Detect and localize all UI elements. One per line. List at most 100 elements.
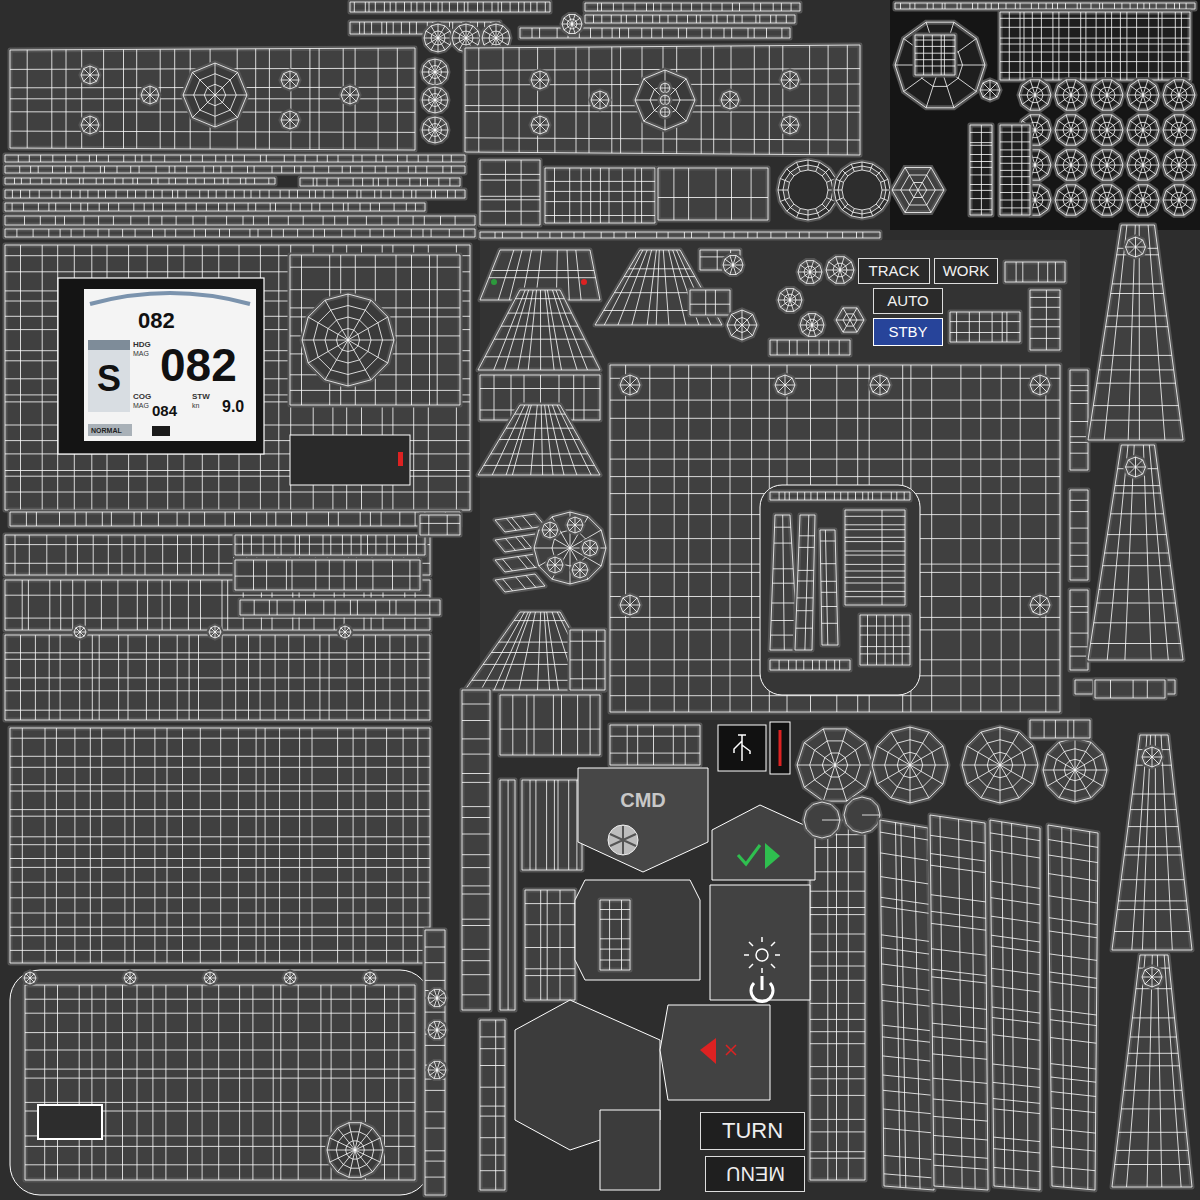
island-ground bbox=[420, 515, 460, 535]
wire-grid bbox=[1055, 80, 1087, 110]
island-ground bbox=[727, 310, 757, 340]
wire-grid bbox=[1127, 115, 1159, 145]
wire-grid bbox=[870, 375, 890, 395]
island-ground bbox=[582, 540, 598, 556]
island-ground bbox=[209, 626, 221, 638]
radial-island bbox=[1019, 80, 1051, 110]
wire-grid bbox=[281, 111, 299, 129]
island-ground bbox=[478, 405, 600, 475]
uv-island bbox=[500, 695, 600, 755]
wire-grid bbox=[1112, 955, 1192, 1187]
wire-grid bbox=[660, 95, 670, 105]
uv-island bbox=[1030, 290, 1060, 350]
island-ground bbox=[5, 203, 425, 211]
wire-grid bbox=[895, 22, 985, 108]
island-ground bbox=[341, 86, 359, 104]
wire-grid bbox=[775, 375, 795, 395]
uv-island bbox=[1070, 590, 1088, 670]
off-tag bbox=[152, 426, 170, 436]
sun-rays bbox=[744, 937, 780, 973]
readout-text: MAG bbox=[133, 350, 149, 357]
wire-grid bbox=[480, 160, 540, 225]
island-ground bbox=[980, 80, 1000, 100]
screen-readout: NORMAL bbox=[91, 427, 122, 434]
wire-grid bbox=[1091, 80, 1123, 110]
wire-grid bbox=[495, 574, 545, 592]
wire-grid bbox=[300, 178, 460, 186]
island-ground bbox=[990, 820, 1040, 1190]
island-ground bbox=[1088, 445, 1183, 660]
wire-grid bbox=[10, 728, 430, 963]
radial-island bbox=[74, 626, 86, 638]
uv-island bbox=[5, 203, 425, 211]
port-box bbox=[290, 435, 410, 485]
uv-island bbox=[480, 232, 880, 238]
uv-island bbox=[970, 125, 992, 215]
wire-grid bbox=[567, 517, 583, 533]
wire-grid bbox=[1163, 115, 1195, 145]
compass-arc bbox=[90, 293, 250, 304]
island-ground bbox=[5, 229, 475, 237]
island-ground bbox=[721, 91, 739, 109]
wire-grid bbox=[422, 59, 448, 85]
wire-grid bbox=[1000, 12, 1190, 80]
island-ground bbox=[5, 166, 465, 173]
wire-grid bbox=[804, 802, 840, 838]
island-ground bbox=[1091, 115, 1123, 145]
wire-grid bbox=[545, 168, 655, 223]
wire-grid bbox=[5, 190, 465, 198]
radial-island bbox=[183, 63, 247, 127]
uv-island bbox=[10, 512, 460, 526]
uv-island bbox=[425, 930, 445, 1195]
island-ground bbox=[240, 600, 440, 615]
island-ground bbox=[880, 820, 934, 1190]
wire-grid bbox=[620, 595, 640, 615]
island-ground bbox=[124, 972, 136, 984]
island-ground bbox=[281, 111, 299, 129]
island-ground bbox=[1055, 150, 1087, 180]
uv-island bbox=[10, 728, 430, 963]
radial-island bbox=[1055, 150, 1087, 180]
readout-text: 082 bbox=[138, 310, 175, 332]
radial-island bbox=[1091, 150, 1123, 180]
island-ground bbox=[339, 626, 351, 638]
island-ground bbox=[591, 91, 609, 109]
island-ground bbox=[534, 512, 606, 584]
readout-text: 9.0 bbox=[222, 399, 244, 415]
island-ground bbox=[480, 1020, 505, 1190]
radial-island bbox=[364, 972, 376, 984]
uv-island bbox=[5, 635, 430, 720]
radial-island bbox=[534, 512, 606, 584]
island-ground bbox=[770, 340, 850, 355]
housing-back bbox=[10, 970, 430, 1195]
island-ground bbox=[480, 160, 540, 225]
wire-grid bbox=[1163, 80, 1195, 110]
wire-grid bbox=[5, 635, 430, 720]
button-label: WORK bbox=[943, 263, 990, 280]
radial-island bbox=[1163, 80, 1195, 110]
island-ground bbox=[1142, 747, 1162, 767]
uv-island bbox=[1070, 490, 1088, 580]
island-ground bbox=[872, 727, 948, 803]
island-ground bbox=[531, 71, 549, 89]
island-ground bbox=[795, 515, 815, 650]
island-ground bbox=[820, 530, 838, 645]
island-ground bbox=[567, 517, 583, 533]
uv-island bbox=[610, 725, 700, 765]
radial-island bbox=[660, 107, 670, 117]
island-ground bbox=[81, 116, 99, 134]
wire-grid bbox=[1070, 370, 1088, 470]
island-ground bbox=[810, 820, 865, 1180]
uv-island bbox=[420, 515, 460, 535]
uv-island bbox=[860, 615, 910, 665]
wire-grid bbox=[990, 820, 1040, 1190]
alarm-mark bbox=[779, 730, 782, 766]
island-ground bbox=[520, 28, 790, 38]
radial-island bbox=[836, 308, 864, 332]
uv-island bbox=[300, 178, 460, 186]
wire-grid bbox=[5, 203, 425, 211]
screen-readout: 082 bbox=[138, 308, 175, 334]
wire-grid bbox=[770, 660, 850, 670]
button-plate: WORK bbox=[934, 258, 998, 284]
